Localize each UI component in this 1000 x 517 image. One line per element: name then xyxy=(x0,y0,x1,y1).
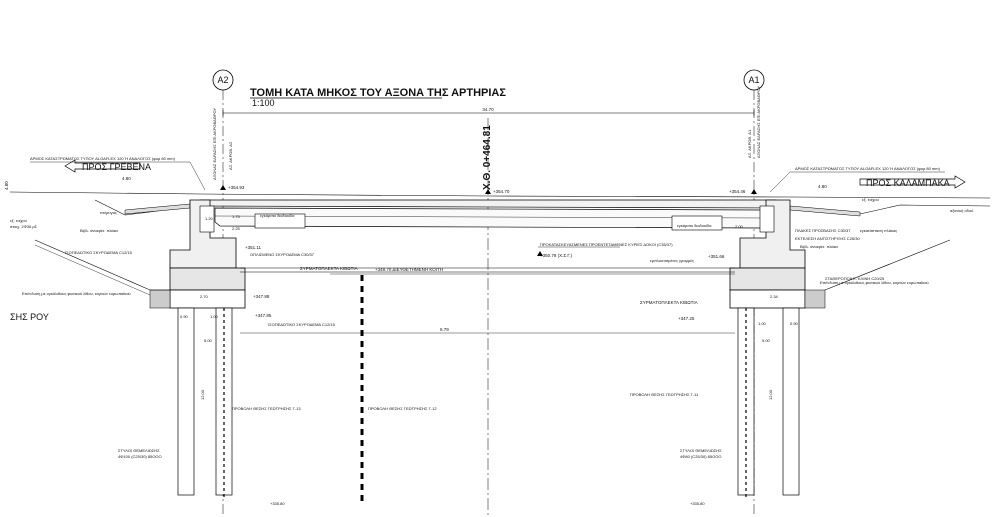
svg-text:2.70: 2.70 xyxy=(200,294,209,299)
svg-text:εξ. τοίχου: εξ. τοίχου xyxy=(10,218,27,223)
svg-text:+347.85: +347.85 xyxy=(255,313,272,318)
svg-text:ΣΤΑΘΕΡΟΠΟΙΗΤ. ΚΛΙΝΗ C20/25: ΣΤΑΘΕΡΟΠΟΙΗΤ. ΚΛΙΝΗ C20/25 xyxy=(825,276,885,281)
deck-slab xyxy=(199,199,777,209)
svg-text:ΠΡΟΒΟΛΗ ΘΕΣΗΣ ΓΕΩΤΡΗΣΗΣ Γ-12: ΠΡΟΒΟΛΗ ΘΕΣΗΣ ΓΕΩΤΡΗΣΗΣ Γ-12 xyxy=(368,406,437,411)
svg-text:εξ. τοίχου: εξ. τοίχου xyxy=(862,197,879,202)
road-profile xyxy=(9,191,991,199)
svg-text:+351.11: +351.11 xyxy=(245,245,262,250)
piles-left xyxy=(177,307,233,500)
left-edge-level: 4.80 xyxy=(4,181,9,190)
level-road-left: +354.93 xyxy=(220,185,245,190)
svg-text:+347.25: +347.25 xyxy=(678,316,695,321)
direction-right-arrow: ΠΡΟΣ ΚΑΛΑΜΠΑΚΑ xyxy=(859,175,966,189)
direction-left-arrow: ΠΡΟΣ ΓΡΕΒΕΝΑ xyxy=(64,159,151,173)
svg-text:ΙΣΟΠΕΔΩΤΙΚΟ ΣΚΥΡΟΔΕΜΑ C12/15: ΙΣΟΠΕΔΩΤΙΚΟ ΣΚΥΡΟΔΕΜΑ C12/15 xyxy=(268,322,336,327)
svg-text:ΠΛΑΚΕΣ ΠΡΟΣΒΑΣΗΣ C30/37: ΠΛΑΚΕΣ ΠΡΟΣΒΑΣΗΣ C30/37 xyxy=(795,228,851,233)
svg-text:+354.70: +354.70 xyxy=(493,189,510,194)
svg-text:2.34: 2.34 xyxy=(770,294,779,299)
svg-text:4Φ80 (C25/30) 85ΟΟΟ: 4Φ80 (C25/30) 85ΟΟΟ xyxy=(680,454,721,459)
beams-label: ΠΡΟΚΑΤΑΣΚΕΥΑΣΜΕΝΕΣ ΠΡΟΕΝΤΕΤΑΜΕΝΕΣ ΚΥΡΙΕΣ… xyxy=(540,242,673,247)
svg-text:0.90: 0.90 xyxy=(180,314,189,319)
svg-text:4.80: 4.80 xyxy=(818,184,827,189)
left-river-bank xyxy=(34,239,170,291)
chainage-label: Χ.Θ. 0+464.81 xyxy=(482,125,493,190)
span-dimension: 34.70 xyxy=(222,107,755,116)
svg-text:ΠΡΟΒΟΛΗ ΘΕΣΗΣ ΓΕΩΤΡΗΣΗΣ Γ-11: ΠΡΟΒΟΛΗ ΘΕΣΗΣ ΓΕΩΤΡΗΣΗΣ Γ-11 xyxy=(630,392,699,397)
span-dim-label: 34.70 xyxy=(482,107,494,112)
svg-text:εγκάρσια διαδοκίδα: εγκάρσια διαδοκίδα xyxy=(677,223,712,228)
svg-text:5.00: 5.00 xyxy=(204,338,213,343)
svg-text:+335.80: +335.80 xyxy=(690,501,705,506)
svg-text:1.00: 1.00 xyxy=(210,314,219,319)
soffit-level: +350.78 (Χ.Σ.Γ.) xyxy=(540,253,573,258)
svg-text:ΠΡΟΒΟΛΗ ΘΕΣΗΣ ΓΕΩΤΡΗΣΗΣ Γ-13: ΠΡΟΒΟΛΗ ΘΕΣΗΣ ΓΕΩΤΡΗΣΗΣ Γ-13 xyxy=(232,406,301,411)
svg-text:1.20: 1.20 xyxy=(205,216,214,221)
level-road-right: +354.46 xyxy=(729,189,757,194)
direction-left-label: ΠΡΟΣ ΓΡΕΒΕΝΑ xyxy=(82,162,151,172)
svg-text:5.00: 5.00 xyxy=(762,338,771,343)
svg-text:2.00: 2.00 xyxy=(735,224,744,229)
direction-right-label: ΠΡΟΣ ΚΑΛΑΜΠΑΚΑ xyxy=(866,178,950,188)
svg-text:0.90: 0.90 xyxy=(790,321,799,326)
svg-text:4Φ100 (C25/30) 85ΟΟΟ: 4Φ100 (C25/30) 85ΟΟΟ xyxy=(118,454,162,459)
svg-text:εμπλουτισμένες γραμμές: εμπλουτισμένες γραμμές xyxy=(650,258,694,263)
svg-text:ΕΚΤΕΛΕΣΗ ΑΝΤΙΣΤΗΡΙΞΗΣ C25/30: ΕΚΤΕΛΕΣΗ ΑΝΤΙΣΤΗΡΙΞΗΣ C25/30 xyxy=(795,236,860,241)
svg-text:πτέρυγας: πτέρυγας xyxy=(100,210,117,215)
axis-support-right-label: ΑΞΟΝΑΣ ΕΔΡΑΣΗΣ ΕΠΙ ΑΚΡΟΒΑΘΡΟΥ xyxy=(756,85,761,158)
axis-left-label: ΑΞ. ΑΚΡΟΒ. A2 xyxy=(228,141,233,170)
axis-right-label: ΑΞ. ΑΚΡΟΒ. A1 xyxy=(747,129,752,158)
svg-text:εγκάρσια διαδοκίδα: εγκάρσια διαδοκίδα xyxy=(260,213,295,218)
svg-text:Βιβλ. ανακρέτ. πλάκα: Βιβλ. ανακρέτ. πλάκα xyxy=(80,228,119,233)
piles-right xyxy=(737,307,800,500)
svg-text:εγκατάσταση πλάκας: εγκατάσταση πλάκας xyxy=(860,228,897,233)
svg-text:12.00: 12.00 xyxy=(200,389,205,400)
right-river-bank xyxy=(824,239,951,291)
svg-text:στοιχ. 2Φ36 ρΣ: στοιχ. 2Φ36 ρΣ xyxy=(10,224,38,229)
right-approach-slope xyxy=(859,204,991,215)
left-approach-slab xyxy=(124,203,191,215)
svg-text:ΙΣΟΠΕΔΩΤΙΚΟ ΣΚΥΡΟΔΕΜΑ C12/15: ΙΣΟΠΕΔΩΤΙΚΟ ΣΚΥΡΟΔΕΜΑ C12/15 xyxy=(65,250,133,255)
abutment-right xyxy=(729,199,826,309)
svg-text:2.25: 2.25 xyxy=(232,226,241,231)
abutment-left xyxy=(149,199,246,309)
cross-beam-left xyxy=(254,213,306,229)
left-edge-label: ΣΗΣ ΡΟΥ xyxy=(10,312,49,322)
axis-support-left-label: ΑΞΟΝΑΣ ΕΔΡΑΣΗΣ ΕΠΙ ΑΚΡΟΒΑΘΡΟΥ xyxy=(212,107,217,180)
svg-text:+354.46: +354.46 xyxy=(729,189,746,194)
svg-text:4.80: 4.80 xyxy=(122,176,131,181)
svg-text:1.75: 1.75 xyxy=(232,214,241,219)
svg-text:+335.80: +335.80 xyxy=(270,501,285,506)
drawing-title: ΤΟΜΗ ΚΑΤΑ ΜΗΚΟΣ ΤΟΥ ΑΞΟΝΑ ΤΗΣ ΑΡΤΗΡΙΑΣ xyxy=(250,87,506,99)
svg-text:+354.93: +354.93 xyxy=(228,185,245,190)
gabions-left-label: ΣΥΡΜΑΤΟΠΛΕΚΤΑ ΚΙΒΩΤΙΑ xyxy=(300,266,358,271)
joint-left-label: ΑΡΜΟΣ ΚΑΤΑΣΤΡΩΜΑΤΟΣ ΤΥΠΟΥ ALGAFLEX 120 Ή… xyxy=(30,156,176,161)
svg-text:ΟΠΛΙΣΜΕΝΟ ΣΚΥΡΟΔΕΜΑ C30/37: ΟΠΛΙΣΜΕΝΟ ΣΚΥΡΟΔΕΜΑ C30/37 xyxy=(250,252,315,257)
svg-text:αξονική οδού: αξονική οδού xyxy=(950,208,973,213)
cover-left-label: Επένδυση με ογκόλιθους φυσικού λίθου, κυ… xyxy=(22,291,131,296)
drawing-scale: 1:100 xyxy=(252,98,275,108)
right-approach-slab xyxy=(789,205,861,217)
cross-beam-right xyxy=(671,215,723,231)
svg-text:ΣΥΡΜΑΤΟΠΛΕΚΤΑ ΚΙΒΩΤΙΑ: ΣΥΡΜΑΤΟΠΛΕΚΤΑ ΚΙΒΩΤΙΑ xyxy=(640,300,698,305)
cover-right-label: Επένδυση με ογκόλιθους φυσικού λίθου, κυ… xyxy=(820,280,929,285)
ground-level-label: +349.70 ΔΙΕΥΘΕΤΗΜΕΝΗ ΚΟΙΤΗ xyxy=(375,267,443,272)
level-road-axis: +354.70 xyxy=(485,189,510,194)
svg-text:ΣΤΥΛΟΙ ΘΕΜΕΛΙΩΣΗΣ: ΣΤΥΛΟΙ ΘΕΜΕΛΙΩΣΗΣ xyxy=(680,448,722,453)
svg-text:12.00: 12.00 xyxy=(768,389,773,400)
svg-text:1.00: 1.00 xyxy=(758,321,767,326)
abutment-a1-label: A1 xyxy=(748,75,759,85)
svg-text:+351.66: +351.66 xyxy=(708,254,725,259)
svg-text:ΣΤΥΛΟΙ ΘΕΜΕΛΙΩΣΗΣ: ΣΤΥΛΟΙ ΘΕΜΕΛΙΩΣΗΣ xyxy=(118,448,160,453)
svg-text:5.79: 5.79 xyxy=(440,327,449,332)
joint-right-label: ΑΡΜΟΣ ΚΑΤΑΣΤΡΩΜΑΤΟΣ ΤΥΠΟΥ ALGAFLEX 120 Ή… xyxy=(795,166,941,171)
abutment-a2-label: A2 xyxy=(217,75,228,85)
svg-text:+347.88: +347.88 xyxy=(253,294,270,299)
svg-text:Βιβλ. ανακρέτ. πλάκα: Βιβλ. ανακρέτ. πλάκα xyxy=(800,244,839,249)
